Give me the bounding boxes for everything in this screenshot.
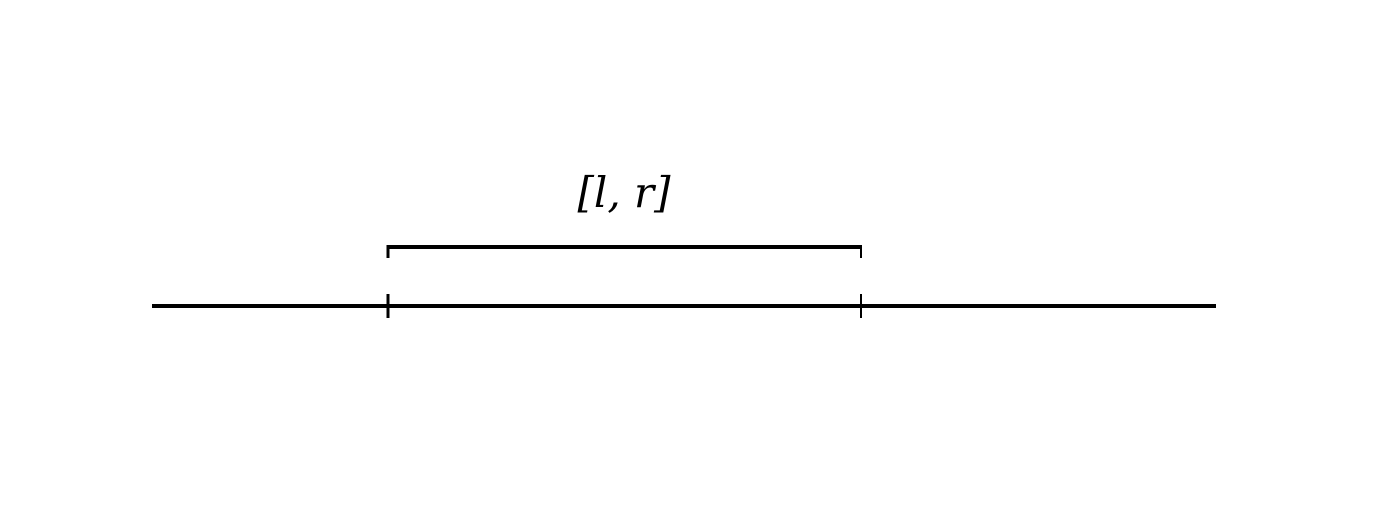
interval-bracket — [386, 245, 862, 258]
interval-label: [l, r] — [578, 168, 672, 217]
